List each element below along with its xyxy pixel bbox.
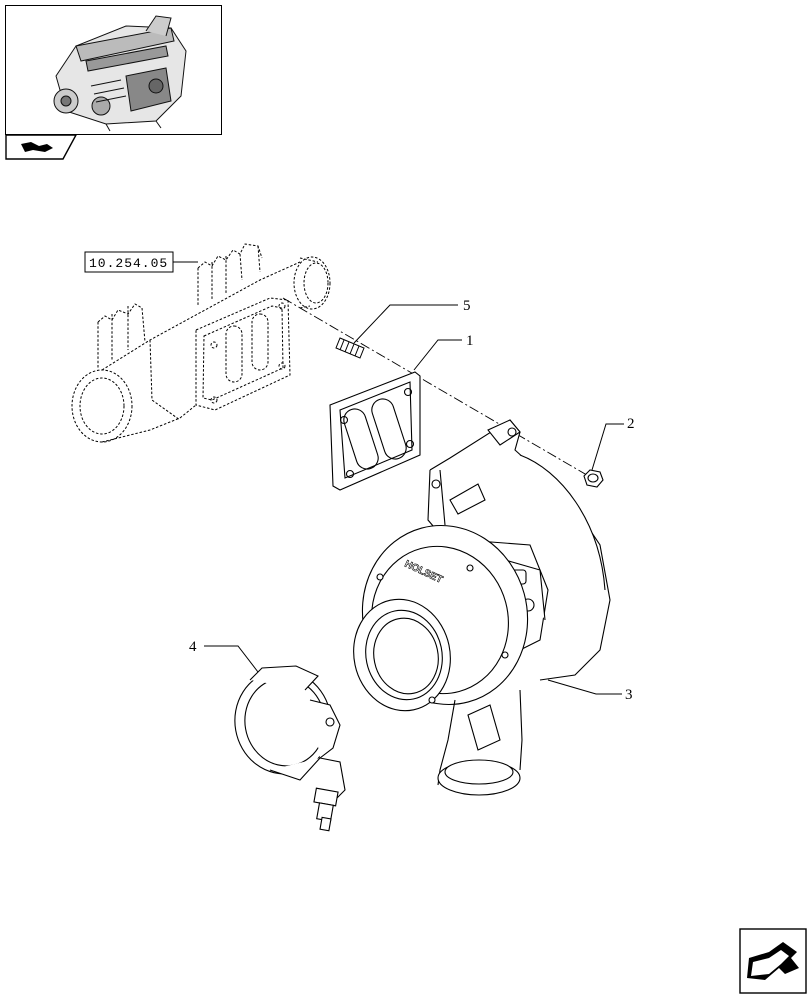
engine-thumbnail[interactable] — [5, 5, 222, 135]
catalog-tab[interactable] — [5, 134, 78, 160]
exhaust-manifold — [71, 243, 331, 443]
callout-4[interactable]: 4 — [189, 639, 197, 655]
callout-1[interactable]: 1 — [466, 333, 474, 349]
leader-lines — [204, 304, 624, 695]
next-page-arrow-icon — [739, 928, 807, 994]
turbocharger-part-3[interactable]: HOLSET — [343, 419, 611, 796]
callout-5[interactable]: 5 — [463, 298, 471, 314]
alignment-axis — [282, 297, 593, 479]
callout-3[interactable]: 3 — [625, 687, 633, 703]
catalog-tab-icon — [5, 134, 78, 160]
reference-label: 10.254.05 — [89, 256, 168, 271]
clamp-part-4[interactable] — [227, 662, 346, 832]
callout-2[interactable]: 2 — [627, 416, 635, 432]
next-page-button[interactable] — [739, 928, 807, 994]
engine-thumbnail-icon — [53, 15, 187, 132]
gasket-part-1[interactable] — [329, 371, 421, 491]
stud-part-5[interactable] — [335, 337, 365, 359]
reference-label-box[interactable]: 10.254.05 — [84, 251, 198, 273]
nut-part-2[interactable] — [583, 469, 604, 488]
